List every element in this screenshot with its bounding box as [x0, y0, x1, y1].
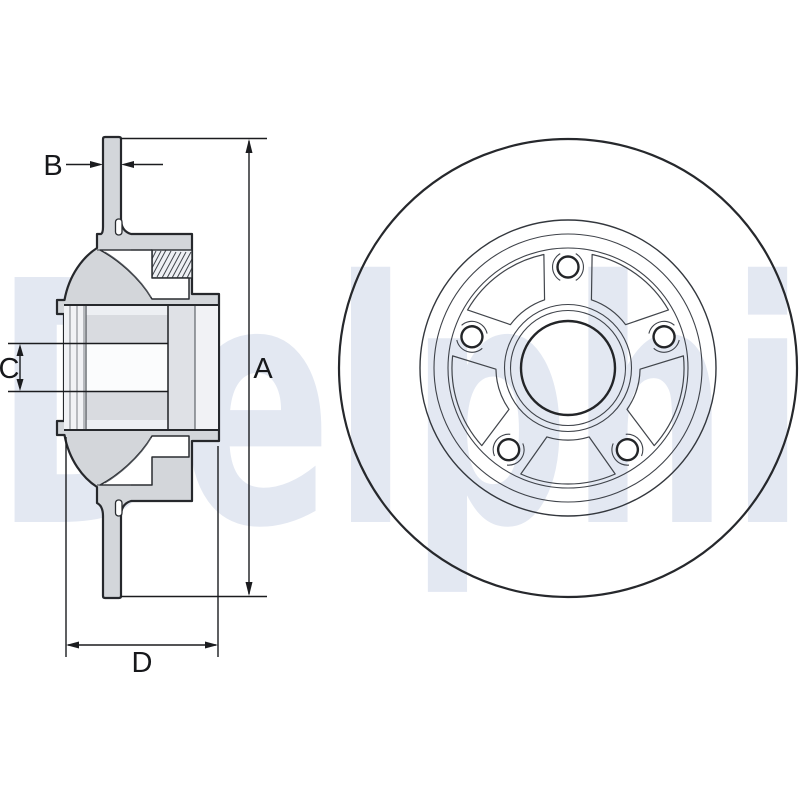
spline-hatch-area	[151, 249, 193, 279]
hat-ring-inner	[447, 247, 689, 489]
upper-ring-slot	[114, 218, 123, 236]
hat-ring-outer	[419, 219, 717, 517]
center-bore	[519, 319, 617, 417]
bearing-seal-column	[64, 305, 86, 430]
center-bore-section	[86, 343, 168, 391]
bearing-block-internals	[64, 304, 219, 431]
lower-web-detail-line	[104, 437, 152, 484]
dimension-d	[65, 437, 219, 657]
bolt-pattern	[451, 253, 685, 485]
upper-web-detail-line	[104, 251, 152, 298]
dimension-b	[66, 161, 163, 168]
bolt-holes	[456, 253, 680, 466]
dimension-c-label: C	[0, 353, 19, 385]
dimension-b-label: B	[43, 150, 62, 182]
hat-ring-middle	[433, 233, 703, 503]
bearing-outer-ring	[168, 305, 195, 430]
bore-ring-outer	[503, 303, 633, 433]
dimension-a	[121, 137, 267, 598]
disc-front-view	[337, 137, 799, 599]
dimension-d-label: D	[132, 647, 153, 679]
cross-section-view	[55, 135, 221, 600]
bore-ring-inner	[509, 309, 627, 427]
dimension-c	[8, 342, 168, 393]
dimension-a-label: A	[253, 353, 273, 385]
disc-outer-edge	[337, 137, 799, 599]
spoke-windows	[451, 253, 685, 485]
lower-ring-slot	[114, 499, 123, 517]
